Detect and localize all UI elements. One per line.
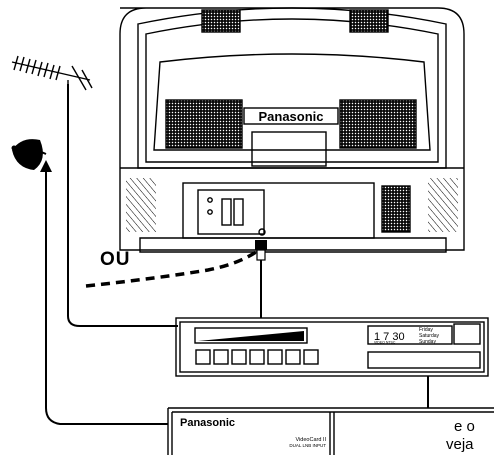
dish-cable-arrow xyxy=(40,160,52,172)
television xyxy=(119,7,465,253)
dish-cable xyxy=(45,172,168,425)
direct-antenna-cable-dashed xyxy=(85,250,257,288)
side-note-line-1: e o xyxy=(454,418,475,435)
satellite-receiver xyxy=(167,407,494,455)
receiver-model-sub: DUAL LNB INPUT xyxy=(289,443,326,448)
receiver-model: VideoCard II xyxy=(296,437,327,443)
satellite-dish-icon xyxy=(11,139,47,170)
receiver-brand-logo: Panasonic xyxy=(180,417,235,429)
vcr-clock: 1 7 30 xyxy=(374,331,405,343)
vcr-day-1: Friday xyxy=(419,327,433,333)
rf-plug-icon xyxy=(255,240,267,270)
vcr-unit xyxy=(175,317,489,377)
vcr-day-2: Saturday xyxy=(419,333,440,339)
antenna-cable xyxy=(67,84,178,327)
or-label: OU xyxy=(100,249,131,270)
vcr-clock-sub: VIDEO NTSC xyxy=(374,341,396,345)
tv-antenna-icon xyxy=(11,55,93,91)
side-note-line-2: veja xyxy=(446,436,474,453)
vcr-day-3: Sunday xyxy=(419,339,436,345)
tv-brand-logo: Panasonic xyxy=(258,109,323,124)
